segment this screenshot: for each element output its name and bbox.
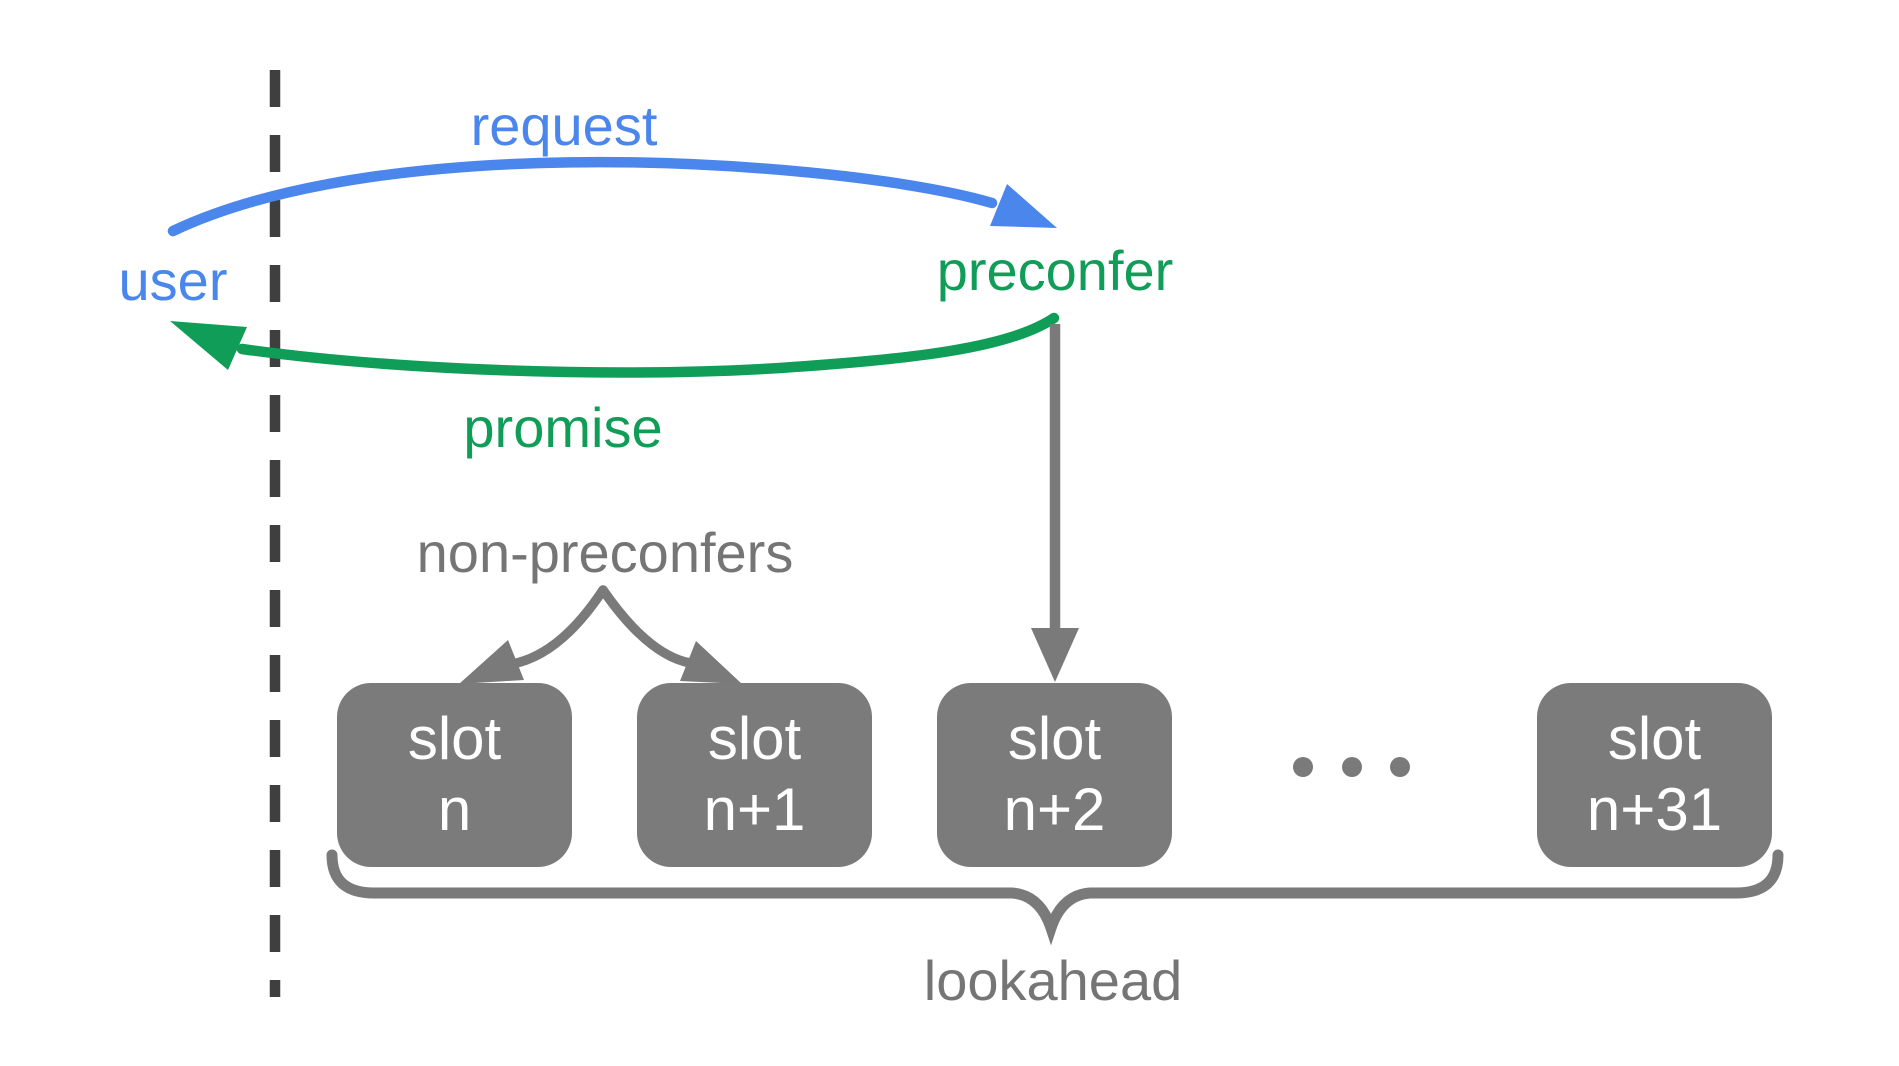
user-label: user <box>118 249 228 312</box>
non-preconfers-right-arrowhead-icon <box>680 641 742 684</box>
request-arc <box>167 156 998 237</box>
slot-box-n: slot n <box>337 683 572 867</box>
slot-label-line: slot <box>1607 705 1702 773</box>
ellipsis-dots-icon <box>1293 757 1410 777</box>
slot-label-line: slot <box>407 705 502 773</box>
request-label: request <box>470 94 658 157</box>
preconfer-to-slot-arrowhead-icon <box>1031 628 1079 682</box>
slot-box-n2: slot n+2 <box>937 683 1172 867</box>
request-arrowhead-icon <box>990 184 1057 228</box>
non-preconfers-label: non-preconfers <box>416 521 794 584</box>
promise-arc <box>236 312 1060 378</box>
slot-box-n31: slot n+31 <box>1537 683 1772 867</box>
lookahead-label: lookahead <box>923 949 1183 1012</box>
non-preconfers-left-arrowhead-icon <box>459 640 524 684</box>
non-preconfers-left-arrow <box>507 585 608 669</box>
lookahead-brace <box>326 849 1784 946</box>
preconfer-label: preconfer <box>936 239 1174 302</box>
slot-label-line: slot <box>1007 705 1102 773</box>
slot-box-n1: slot n+1 <box>637 683 872 867</box>
slot-label-line: n+2 <box>1003 776 1106 843</box>
slot-label-line: slot <box>707 705 802 773</box>
slot-label-line: n <box>437 776 472 843</box>
slot-label-line: n+31 <box>1586 776 1723 843</box>
non-preconfers-right-arrow <box>598 585 695 668</box>
promise-arrowhead-icon <box>170 321 247 370</box>
promise-label: promise <box>463 396 663 459</box>
slot-label-line: n+1 <box>703 776 806 843</box>
